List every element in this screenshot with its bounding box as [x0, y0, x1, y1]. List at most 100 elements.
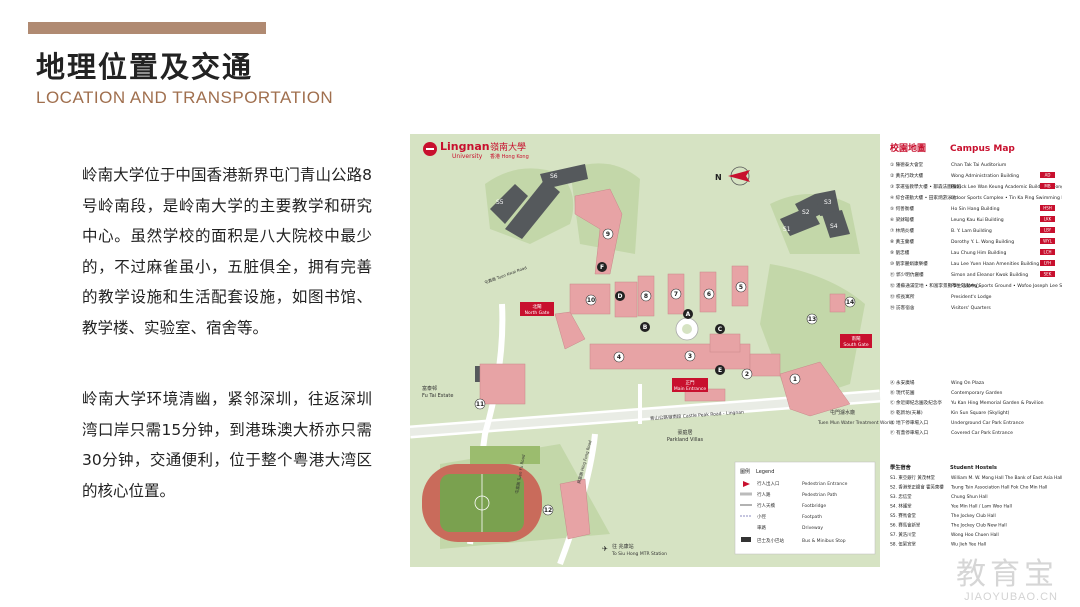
building-code-badge: [1040, 271, 1055, 277]
svg-text:校園地圖: 校園地圖: [890, 142, 926, 154]
svg-text:Fu Tai Estate: Fu Tai Estate: [422, 393, 453, 399]
landmark-list-item-en: Contemporary Garden: [951, 390, 1002, 396]
svg-text:E: E: [718, 367, 722, 374]
campus-map: Lingnan 嶺南大學 University 香港 Hong Kong N S…: [410, 134, 1062, 567]
parkland-label: 豪庭居: [677, 429, 692, 436]
landmark-list-item-en: Yu Kan Hing Memorial Garden & Pavilion: [950, 400, 1044, 406]
svg-text:B: B: [643, 324, 648, 331]
svg-text:行人天橋: 行人天橋: [757, 502, 775, 509]
building-list-item-cn: ④ 綜合運動大樓 • 田家炳游泳池: [890, 194, 957, 201]
hostel-list-item-cn: S2. 香港荃正總會 霍英東樓: [890, 484, 944, 491]
watermark: 教育宝 JIAOYUBAO.CN: [956, 559, 1058, 604]
building-list-item-en: Indoor Sports Complex • Tin Ka Ping Swim…: [951, 195, 1062, 201]
building-list-item-en: Wong Administration Building: [951, 173, 1019, 179]
hostel-list-item-cn: S1. 東亞銀行 黃茂林堂: [890, 474, 936, 481]
building-list-item-cn: ③ 李運強教學大樓 • 鄒森法圖書館: [890, 183, 961, 190]
building-list-item-en: Ho Sin Hang Building: [951, 206, 1000, 212]
svg-text:3: 3: [688, 353, 692, 360]
building-list-item-cn: ⑧ 黃玉蘭樓: [890, 238, 914, 245]
header-accent-bar: [28, 22, 266, 34]
svg-text:圖例: 圖例: [740, 468, 750, 475]
building-list-item-cn: ⑭ 訪客宿舍: [890, 304, 915, 311]
hostel-list-item-cn: S4. 林護堂: [890, 503, 912, 510]
svg-text:12: 12: [544, 507, 552, 514]
hostel-list-item-en: Tsung Tsin Association Hall Fok Cho Min …: [950, 485, 1047, 491]
landmark-list-item-en: Covered Car Park Entrance: [951, 430, 1013, 436]
tuen-mun-label: 屯門濾水廠: [830, 409, 855, 416]
page-subtitle: LOCATION AND TRANSPORTATION: [36, 88, 334, 107]
svg-text:Legend: Legend: [756, 469, 774, 475]
building-code-badge: [1040, 205, 1055, 211]
svg-text:13: 13: [808, 316, 816, 323]
bus-icon: [741, 537, 751, 542]
landmark-list-item-en: Wing On Plaza: [951, 380, 984, 386]
hostel-list-title: 學生宿舍 Student Hostels: [890, 463, 997, 471]
svg-text:8: 8: [644, 293, 648, 300]
svg-text:7: 7: [674, 291, 678, 298]
building-code-badge: [1040, 227, 1055, 233]
page-title: 地理位置及交通: [36, 50, 254, 84]
svg-text:5: 5: [739, 284, 743, 291]
hostel-list-item-en: Wong Hoo Chuen Hall: [951, 532, 999, 538]
landmark-list-item-en: Kin Sun Square (Skylight): [951, 410, 1010, 416]
building-list-item-en: Simon and Eleanor Kwok Building: [951, 272, 1028, 278]
building-code: LKK: [1044, 217, 1052, 222]
building-code-badge: [1040, 216, 1055, 222]
building-list-item-cn: ⑤ 何善衡樓: [890, 205, 914, 212]
svg-text:S6: S6: [550, 173, 558, 180]
svg-text:14: 14: [846, 299, 854, 306]
building-code-badge: [1040, 172, 1055, 178]
fu-tai-label: 富泰邨: [422, 385, 437, 392]
watermark-url: JIAOYUBAO.CN: [964, 591, 1058, 603]
hostel-list-item-en: The Jockey Club Hall: [950, 513, 996, 519]
building-code: LCH: [1043, 250, 1051, 255]
building-list-item-en: Lau Lee Yuen Haan Amenities Building: [951, 261, 1039, 267]
logo-cn: 嶺南大學: [490, 141, 526, 153]
svg-text:C: C: [718, 326, 723, 333]
hostel-list-item-cn: S3. 忠信堂: [890, 493, 912, 500]
building-list-item-cn: ⑫ 潘蘇通滿堂地 • 和富李景勳學生活動中心: [890, 282, 980, 289]
hostel-list-item-cn: S5. 賽馬會堂: [890, 512, 917, 519]
building-code-badge: [1040, 183, 1055, 189]
hostel-list-item-cn: S6. 賽馬會新堂: [890, 522, 921, 529]
north-arrow: N: [715, 166, 750, 186]
transport-paragraph: 岭南大学环境清幽，紧邻深圳，往返深圳湾口岸只需15分钟，到港珠澳大桥亦只需30分…: [82, 390, 372, 500]
academic-buildings: [479, 188, 851, 540]
campus-map-index: 校園地圖 Campus Map: [890, 142, 1015, 154]
landmark-list-item-cn: Ⓑ 現代花園: [890, 389, 915, 396]
svg-text:小徑: 小徑: [757, 513, 766, 520]
hostel-list-item-cn: S7. 黃浩川堂: [890, 531, 917, 538]
svg-text:Pedestrian Path: Pedestrian Path: [802, 492, 837, 498]
legend-panel: [880, 134, 1062, 567]
building-code: LYH: [1044, 261, 1051, 266]
building-list-item-cn: ⑦ 林炳炎樓: [890, 227, 914, 234]
hostel-list-item-en: Yee Min Hall / Lam Woo Hall: [950, 504, 1012, 510]
svg-text:F: F: [600, 264, 604, 271]
building-list-item-cn: ① 陳德泰大會堂: [890, 161, 924, 168]
logo-sub-cn: 香港 Hong Kong: [490, 153, 529, 160]
intro-paragraph: 岭南大学位于中国香港新界屯门青山公路8号岭南段，是岭南大学的主要教学和研究中心。…: [82, 166, 372, 337]
svg-text:Bus & Minibus Stop: Bus & Minibus Stop: [802, 538, 846, 544]
landmark-list-item-cn: Ⓓ 乾新坊(天幕): [890, 409, 923, 416]
building-list-item-cn: ⑪ 郭少明伉儷樓: [890, 271, 924, 278]
building-code: HSH: [1043, 206, 1052, 211]
svg-text:正門: 正門: [686, 380, 695, 386]
svg-text:學生宿舍: 學生宿舍: [890, 463, 912, 471]
building-list-item-en: Leung Kau Kui Building: [951, 217, 1004, 223]
svg-text:A: A: [686, 311, 691, 318]
svg-text:Pedestrian Entrance: Pedestrian Entrance: [802, 481, 848, 487]
svg-text:2: 2: [745, 371, 749, 378]
mtr-icon: ✈: [602, 545, 608, 553]
building-code: MB: [1044, 184, 1050, 189]
svg-text:Driveway: Driveway: [802, 525, 823, 531]
svg-text:1: 1: [793, 376, 797, 383]
svg-text:Parkland Villas: Parkland Villas: [667, 437, 704, 443]
building-code-badge: [1040, 238, 1055, 244]
svg-text:Main Entrance: Main Entrance: [674, 386, 707, 392]
south-gate-marker: 南閘 South Gate: [840, 334, 872, 348]
hostel-list-item-en: Chung Shun Hall: [951, 494, 988, 500]
svg-text:Footbridge: Footbridge: [802, 503, 826, 509]
